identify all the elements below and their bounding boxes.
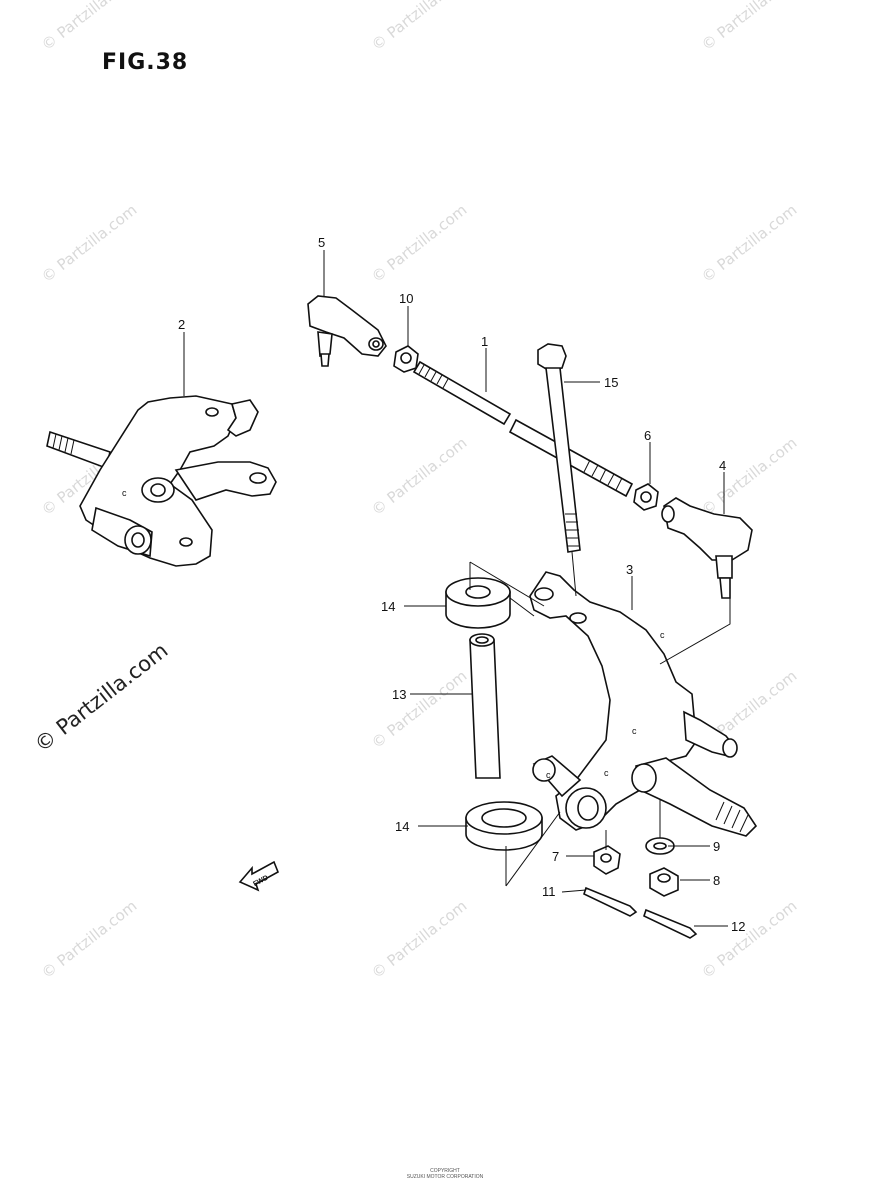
callout-4: 4 (719, 458, 726, 473)
leader-lines (183, 250, 728, 927)
callout-labels: 5 10 1 2 15 6 4 3 14 13 14 7 9 8 11 12 (178, 235, 745, 934)
callout-13: 13 (392, 687, 406, 702)
callout-7: 7 (552, 849, 559, 864)
part-14-bushing-upper (445, 577, 511, 629)
callout-2: 2 (178, 317, 185, 332)
part-2-steering-arm: c (46, 395, 277, 567)
part-12-cotter-pin (643, 908, 698, 939)
callout-14-upper: 14 (381, 599, 395, 614)
figure-title: FIG.38 (102, 50, 189, 75)
callout-3: 3 (626, 562, 633, 577)
part-15-bolt (537, 343, 581, 553)
svg-text:c: c (632, 726, 637, 736)
part-11-cotter-pin (583, 886, 638, 917)
svg-text:c: c (604, 768, 609, 778)
part-4-tie-rod-end (661, 497, 753, 599)
fwd-arrow: FWD (238, 860, 280, 892)
svg-text:c: c (546, 770, 551, 780)
callout-15: 15 (604, 375, 618, 390)
part-1-tie-rod (412, 360, 634, 498)
callout-14-lower: 14 (395, 819, 409, 834)
part-6-nut (633, 483, 659, 511)
part-13-sleeve (469, 633, 501, 779)
part-7-nut (593, 845, 621, 875)
part-8-castle-nut (649, 867, 679, 897)
part-10-nut (393, 345, 419, 373)
footer-line-2: SUZUKI MOTOR CORPORATION (406, 1174, 484, 1180)
callout-11: 11 (542, 884, 556, 899)
callout-1: 1 (481, 334, 488, 349)
part-5-tie-rod-end (307, 295, 387, 367)
callout-12: 12 (731, 919, 745, 934)
part-3-bracket: c c c c (529, 571, 758, 837)
callout-8: 8 (713, 873, 720, 888)
part-14-bushing-lower (465, 801, 543, 851)
svg-text:c: c (660, 630, 665, 640)
svg-text:c: c (122, 488, 127, 498)
assembly-lines (469, 551, 731, 887)
callout-6: 6 (644, 428, 651, 443)
footer-copyright: COPYRIGHT SUZUKI MOTOR CORPORATION (380, 1168, 510, 1180)
callout-5: 5 (318, 235, 325, 250)
callout-9: 9 (713, 839, 720, 854)
callout-10: 10 (399, 291, 413, 306)
footer-line-1: COPYRIGHT (430, 1168, 460, 1174)
